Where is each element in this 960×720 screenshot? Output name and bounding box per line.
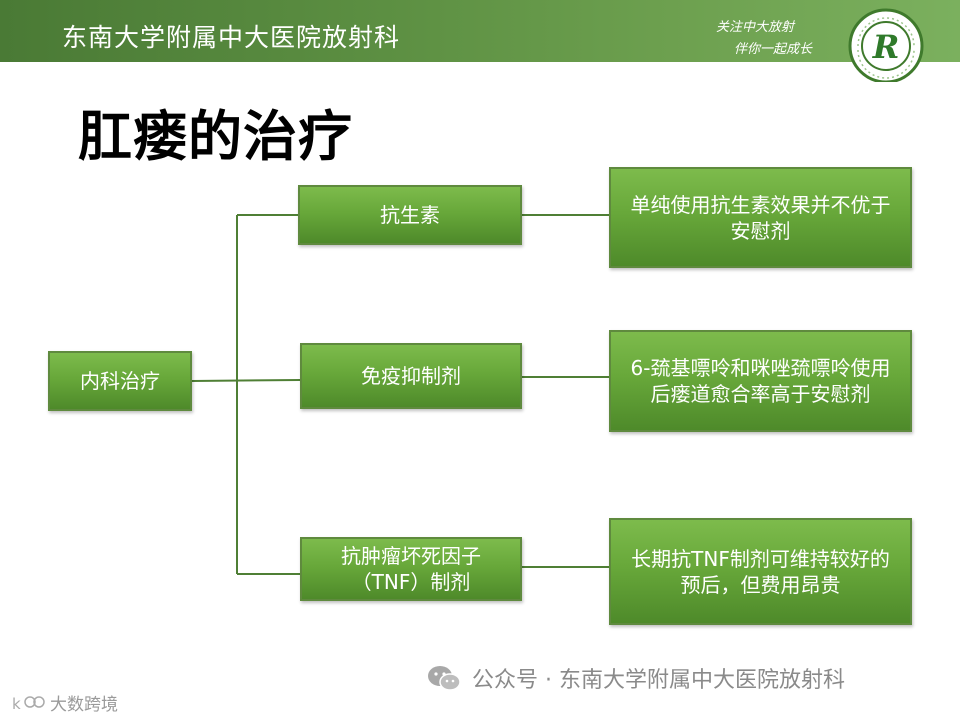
branch-node-anti-tnf: 抗肿瘤坏死因子 （TNF）制剂 [300,537,522,601]
hospital-logo-icon: R [848,8,924,82]
branch-node-label-line1: 抗肿瘤坏死因子 [341,544,481,568]
connector-root-to-branch-2 [191,379,301,382]
result-node-text: 单纯使用抗生素效果并不优于安慰剂 [630,192,891,243]
result-node-immunosuppressant: 6-巯基嘌呤和咪唑巯嘌呤使用后瘘道愈合率高于安慰剂 [609,330,912,432]
result-node-text: 6-巯基嘌呤和咪唑巯嘌呤使用后瘘道愈合率高于安慰剂 [630,356,891,406]
branch-node-label-line2: （TNF）制剂 [351,570,471,594]
watermark-text: 大数跨境 [50,695,118,715]
svg-text:k: k [12,695,21,713]
header-bar: 东南大学附属中大医院放射科 关注中大放射 伴你一起成长 [0,0,960,62]
branch-node-label: 抗生素 [380,203,440,227]
result-node-anti-tnf: 长期抗TNF制剂可维持较好的预后，但费用昂贵 [609,518,912,625]
branch-node-antibiotics: 抗生素 [298,185,522,245]
branch-node-immunosuppressant: 免疫抑制剂 [300,343,522,409]
root-node: 内科治疗 [48,351,192,411]
wechat-icon [428,666,461,691]
root-node-label: 内科治疗 [80,369,160,393]
logo-letter: R [872,28,900,66]
watermark: k 大数跨境 [12,690,118,716]
result-node-antibiotics: 单纯使用抗生素效果并不优于安慰剂 [609,167,912,268]
header-title: 东南大学附属中大医院放射科 [62,23,401,52]
result-node-text: 长期抗TNF制剂可维持较好的预后，但费用昂贵 [631,546,890,597]
slide-title: 肛瘘的治疗 [78,105,353,168]
watermark-logo-icon: k [12,695,45,713]
slogan-line-2: 伴你一起成长 [734,42,813,57]
branch-node-label: 免疫抑制剂 [361,364,461,388]
slogan-line-1: 关注中大放射 [716,20,795,35]
footer-account: 公众号 · 东南大学附属中大医院放射科 [426,662,845,694]
footer-text: 公众号 · 东南大学附属中大医院放射科 [472,668,845,693]
